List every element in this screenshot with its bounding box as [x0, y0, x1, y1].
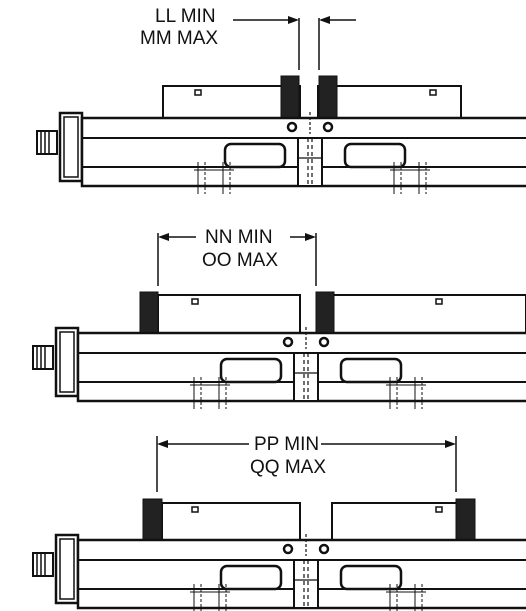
right-jaw [317, 85, 462, 119]
view-bottom: PP MIN QQ MAX [31, 434, 526, 611]
right-jaw [331, 502, 459, 541]
dim-label-middle-line1: NN MIN [205, 227, 273, 248]
left-finger [142, 498, 163, 541]
dim-label-top-line2: MM MAX [140, 28, 218, 49]
right-finger [455, 498, 476, 541]
left-finger [139, 291, 159, 334]
gripper-body-middle [31, 325, 526, 411]
right-jaw [331, 294, 526, 334]
view-top: LL MIN MM MAX [35, 6, 526, 196]
dim-label-middle-line2: OO MAX [202, 250, 278, 271]
view-middle: NN MIN OO MAX [31, 227, 526, 411]
left-finger [280, 75, 300, 119]
right-finger [318, 75, 338, 119]
dim-label-bottom-line2: QQ MAX [250, 457, 326, 478]
left-jaw [162, 85, 301, 119]
right-finger [315, 291, 335, 334]
dim-label-bottom-line1: PP MIN [254, 434, 319, 455]
gripper-body-top [35, 110, 526, 196]
dim-label-top-line1: LL MIN [155, 6, 216, 27]
gripper-body-bottom [31, 532, 526, 611]
left-jaw [157, 294, 301, 334]
left-jaw [161, 502, 301, 541]
